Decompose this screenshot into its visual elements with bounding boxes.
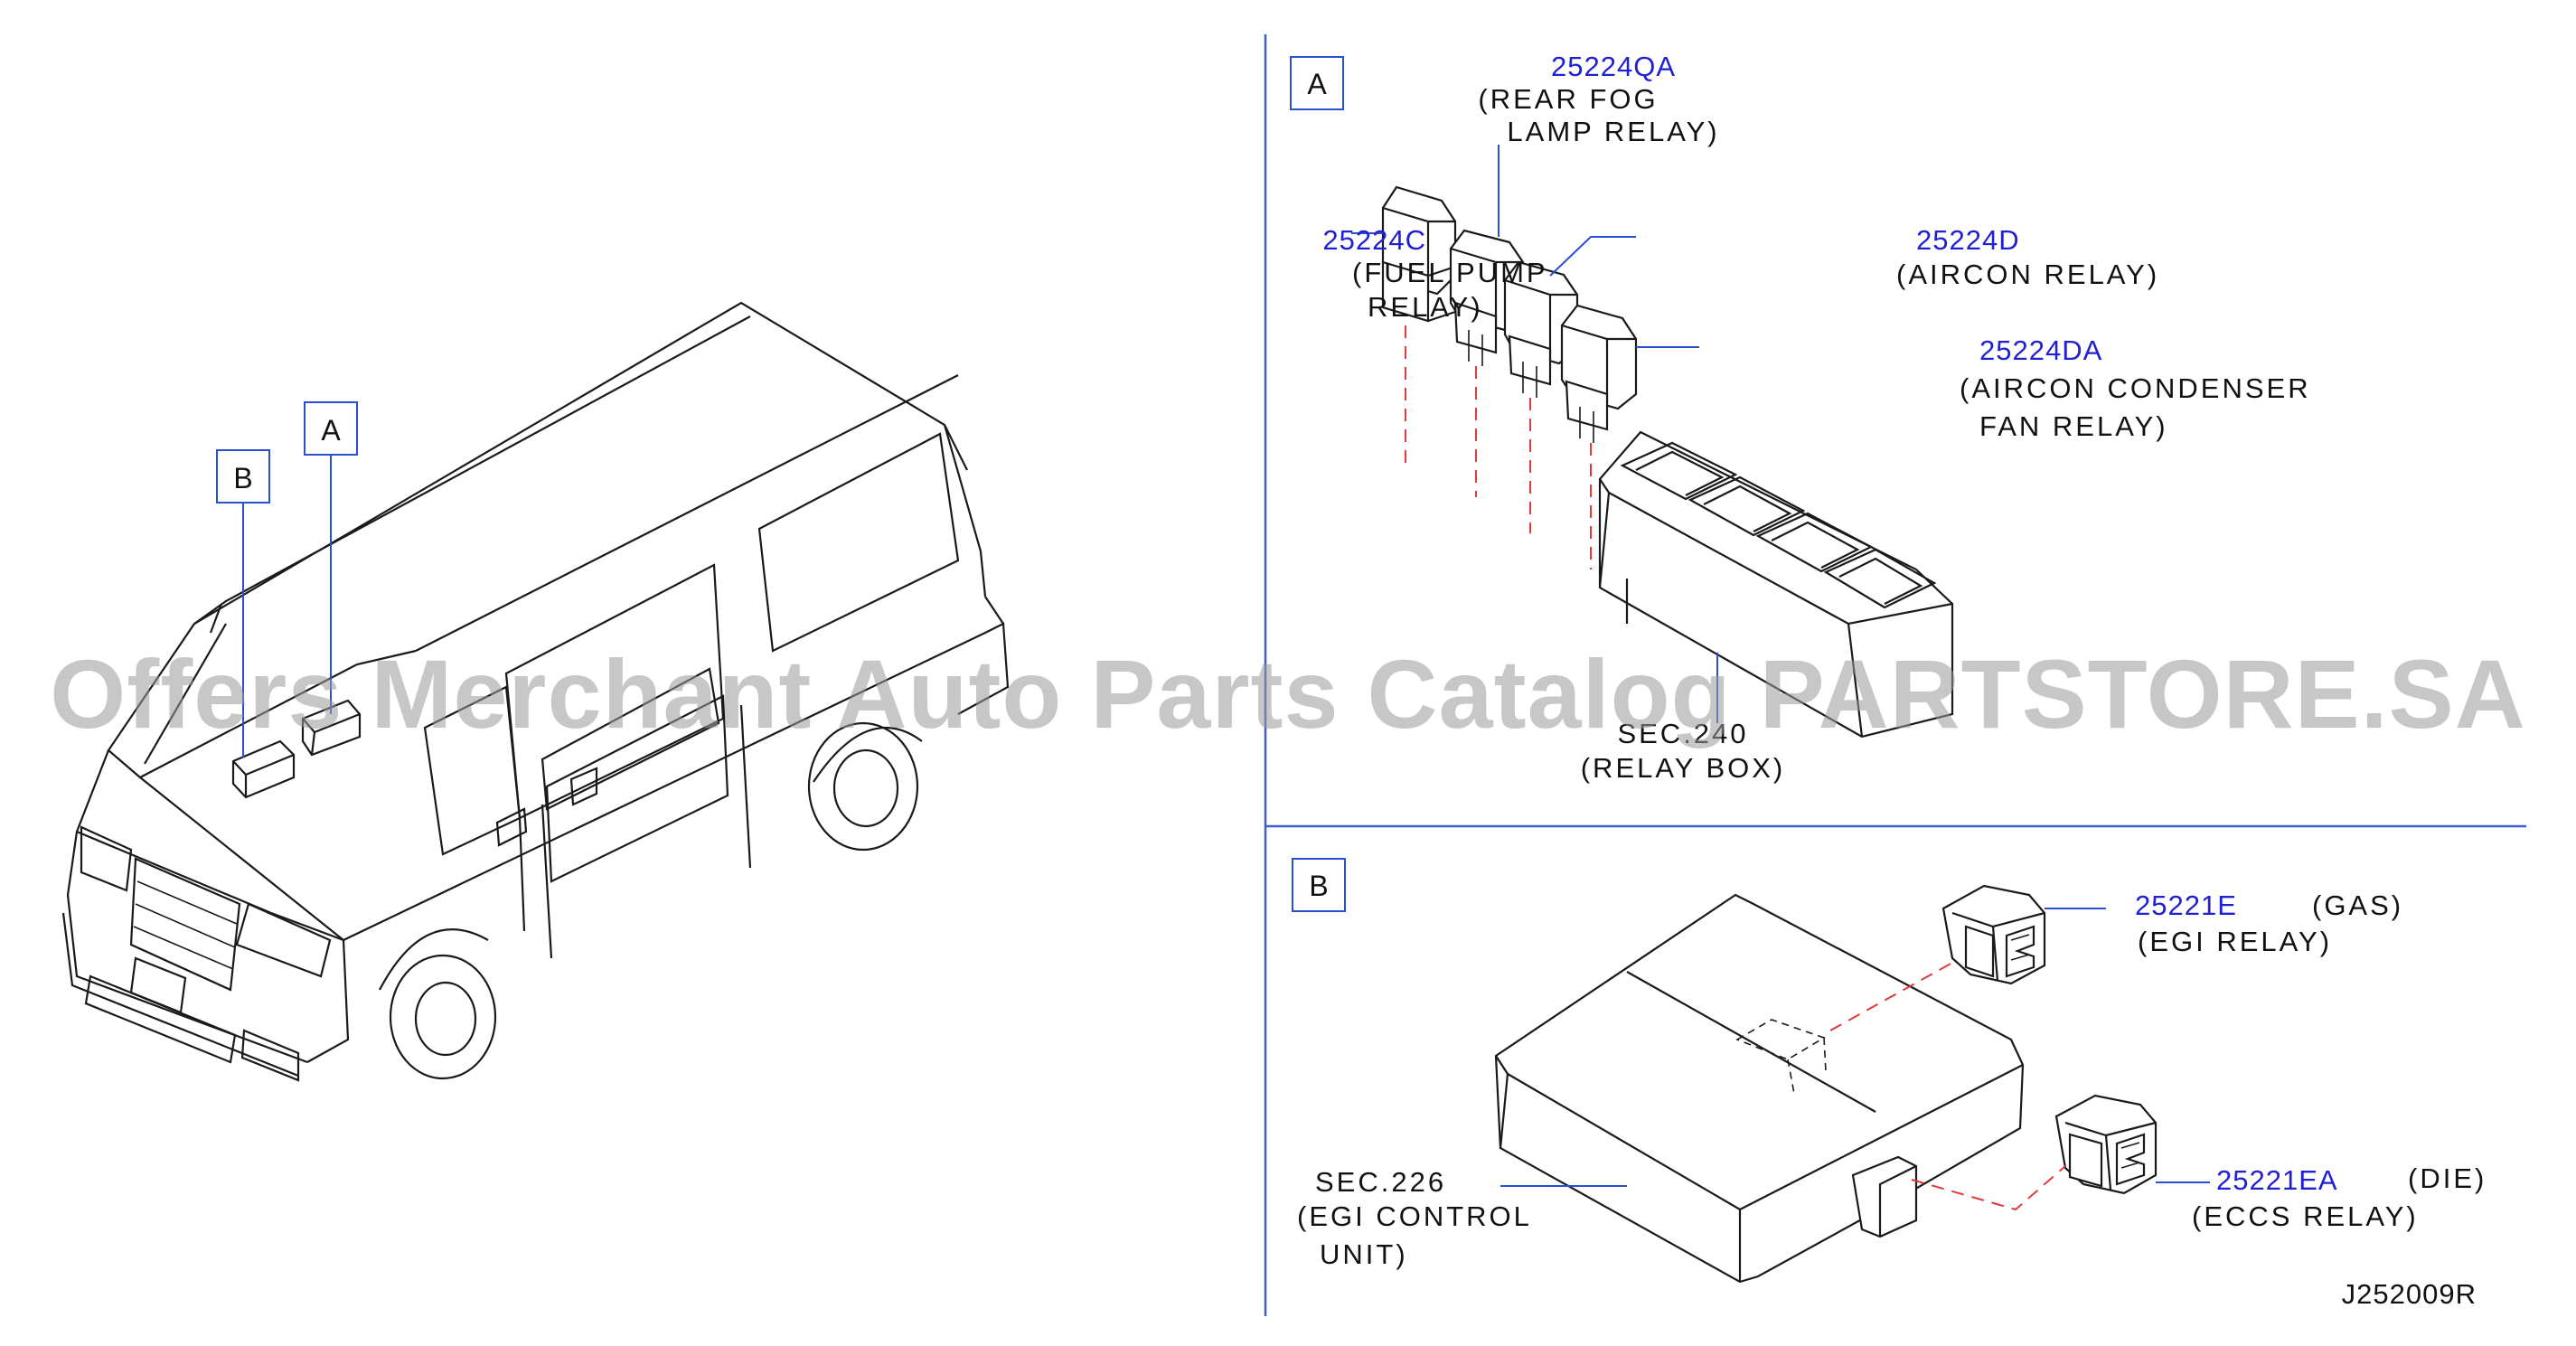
part-desc-25221E: (EGI RELAY): [2138, 926, 2332, 957]
part-variant-25221EA: (DIE): [2408, 1162, 2487, 1194]
part-desc-25224C-2: RELAY): [1368, 291, 1483, 323]
panel-b-tag-box: [1292, 858, 1346, 912]
part-number-25224C: 25224C: [1322, 224, 1426, 256]
relay-25221E: [1941, 884, 2046, 985]
relay-25224C: [1381, 185, 1457, 323]
part-variant-25221E: (GAS): [2312, 889, 2403, 921]
callout-a-letter: A: [321, 414, 341, 447]
part-desc-25224QA-2: LAMP RELAY): [1507, 116, 1719, 147]
panel-a-tag-box: [1290, 56, 1344, 110]
part-number-25224QA: 25224QA: [1551, 51, 1676, 82]
relay-box: [1598, 430, 1954, 739]
ref-unit: UNIT): [1320, 1238, 1408, 1270]
ref-sec-226: SEC.226: [1315, 1166, 1446, 1198]
relay-25224D: [1503, 260, 1579, 398]
callout-b-letter: B: [233, 462, 252, 494]
part-desc-25224DA-2: FAN RELAY): [1979, 410, 2168, 442]
ref-sec-240: SEC.240: [1617, 718, 1748, 749]
panel-b-tag: B: [1309, 870, 1328, 902]
ref-relay-box: (RELAY BOX): [1581, 752, 1786, 784]
explode-line-b1: [1829, 962, 1953, 1031]
watermark-text: Offers Merchant Auto Parts Catalog PARTS…: [50, 639, 2525, 748]
ref-egi-control: (EGI CONTROL: [1297, 1200, 1532, 1232]
relay-25221EA: [2054, 1094, 2158, 1195]
part-number-25221EA: 25221EA: [2216, 1164, 2338, 1196]
panel-b: B: [1292, 858, 2487, 1284]
part-number-25221E: 25221E: [2135, 889, 2237, 921]
part-desc-25224DA-1: (AIRCON CONDENSER: [1960, 372, 2311, 404]
part-desc-25221EA: (ECCS RELAY): [2192, 1200, 2419, 1232]
explode-line-b2: [1911, 1165, 2066, 1211]
egi-control-unit: [1494, 893, 2025, 1284]
part-desc-25224D-1: (AIRCON RELAY): [1896, 259, 2159, 290]
panel-a-tag: A: [1307, 68, 1327, 100]
diagram-code: J252009R: [2342, 1278, 2477, 1310]
part-desc-25224QA-1: (REAR FOG: [1478, 83, 1658, 115]
part-number-25224DA: 25224DA: [1979, 334, 2102, 366]
van-illustration: [61, 301, 1010, 1082]
callout-b-overview: B: [216, 449, 270, 758]
callout-a-overview: A: [304, 401, 358, 714]
panel-a: A: [1290, 51, 2311, 784]
part-number-25224D: 25224D: [1916, 224, 2020, 256]
relay-25224DA: [1560, 304, 1638, 443]
part-desc-25224C-1: (FUEL PUMP: [1352, 257, 1548, 288]
